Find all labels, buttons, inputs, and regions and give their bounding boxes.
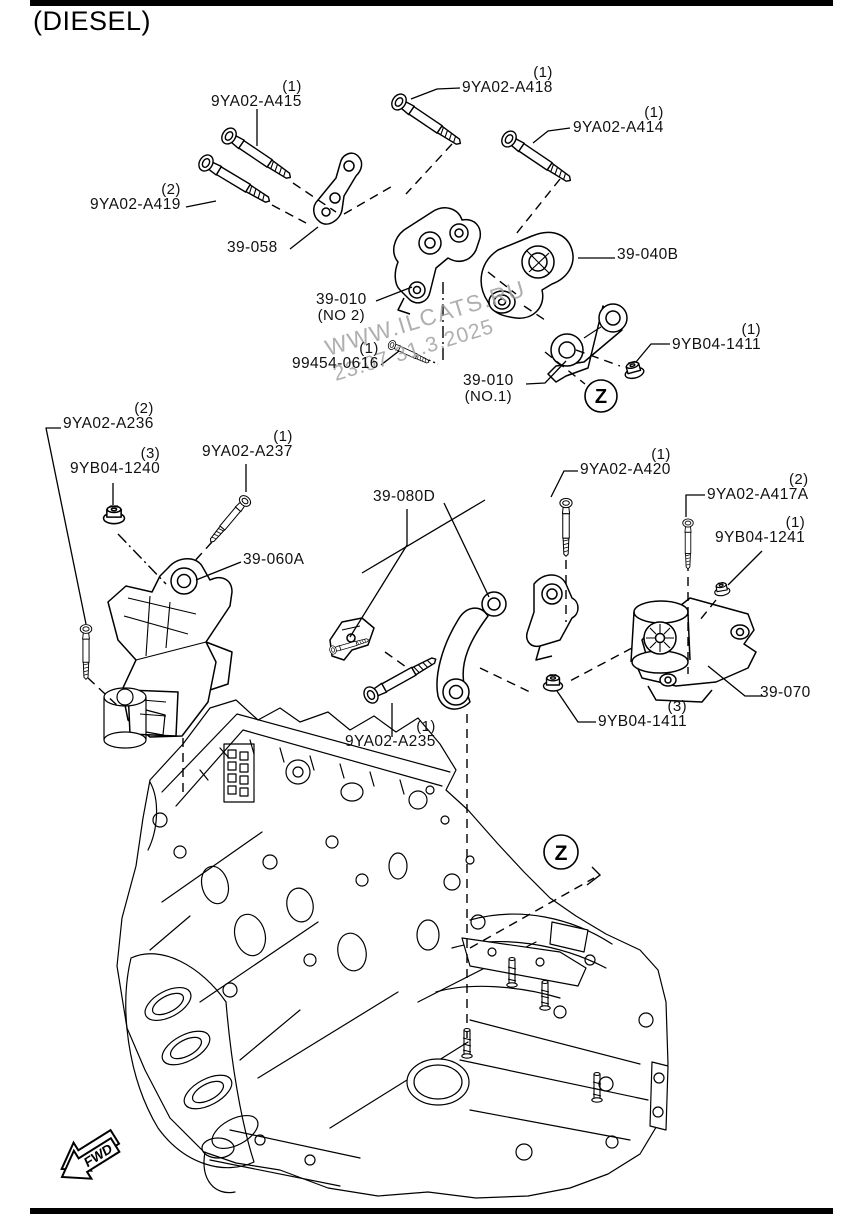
page-bottom-border [30, 1208, 833, 1214]
zoom-marker-z-upper-label: Z [595, 386, 607, 408]
part-label-9YA02-A419: (2) 9YA02-A419 [90, 181, 181, 213]
bolt-9YA02-A420 [559, 497, 573, 557]
part-label-9YA02-A236: (2) 9YA02-A236 [63, 400, 154, 432]
leader-lines [45, 87, 763, 737]
part-label-39-040B: 39-040B [617, 246, 679, 263]
mount-39-070 [630, 597, 757, 703]
part-label-9YB04-1411-upper: (1) 9YB04-1411 [672, 321, 762, 353]
page-title: (DIESEL) [33, 6, 152, 36]
part-label-39-010-no1: 39-010 (NO.1) [463, 372, 514, 405]
bolt-9YA02-A236 [79, 624, 93, 680]
part-label-9YA02-A418: (1) 9YA02-A418 [462, 64, 553, 96]
bolt-9YA02-A417A [682, 518, 694, 570]
mount-39-040B [480, 231, 574, 319]
bolt-9YA02-A235 [360, 650, 441, 707]
link-39-010-no1 [547, 303, 628, 383]
clip-9YB04-1241 [712, 581, 732, 598]
page-top-border [30, 0, 833, 6]
zoom-marker-z-upper: Z [584, 379, 618, 413]
zoom-marker-z-lower: Z [543, 834, 579, 870]
zoom-marker-z-lower-label: Z [555, 842, 568, 865]
part-label-39-058: 39-058 [227, 239, 278, 256]
part-label-39-070: 39-070 [760, 684, 811, 701]
engine-assembly-drawing [103, 687, 669, 1199]
part-label-9YA02-A417A: (2) 9YA02-A417A [707, 471, 809, 503]
bolt-9YA02-A237 [205, 492, 254, 547]
part-label-39-080D: 39-080D [373, 488, 436, 505]
part-label-9YB04-1240: (3) 9YB04-1240 [70, 445, 161, 477]
part-label-39-010-no2: 39-010 (NO 2) [316, 291, 367, 324]
parts-39-080D [329, 574, 579, 710]
nut-9YB04-1240 [102, 505, 126, 525]
part-label-9YA02-A235: (1) 9YA02-A235 [345, 718, 436, 750]
assembly-dashed-lines [87, 143, 717, 1040]
bracket-39-010-no2 [392, 207, 482, 315]
bolt-9YA02-A418 [388, 90, 466, 152]
part-label-9YB04-1241: (1) 9YB04-1241 [715, 514, 806, 546]
part-label-99454-0616: (1) 99454-0616 [292, 340, 379, 372]
fwd-arrow: FWD [60, 1128, 121, 1180]
part-label-39-060A: 39-060A [243, 551, 305, 568]
nut-9YB04-1411-upper [621, 359, 646, 381]
part-label-9YA02-A414: (1) 9YA02-A414 [573, 104, 664, 136]
nut-9YB04-1411-lower [542, 674, 564, 692]
bracket-39-058 [313, 152, 363, 225]
part-label-9YB04-1411-lower: (3) 9YB04-1411 [598, 698, 688, 730]
bolt-9YA02-A414 [498, 127, 576, 189]
part-label-9YA02-A237: (1) 9YA02-A237 [202, 428, 293, 460]
part-label-9YA02-A420: (1) 9YA02-A420 [580, 446, 671, 478]
part-label-9YA02-A415: (1) 9YA02-A415 [211, 78, 302, 110]
